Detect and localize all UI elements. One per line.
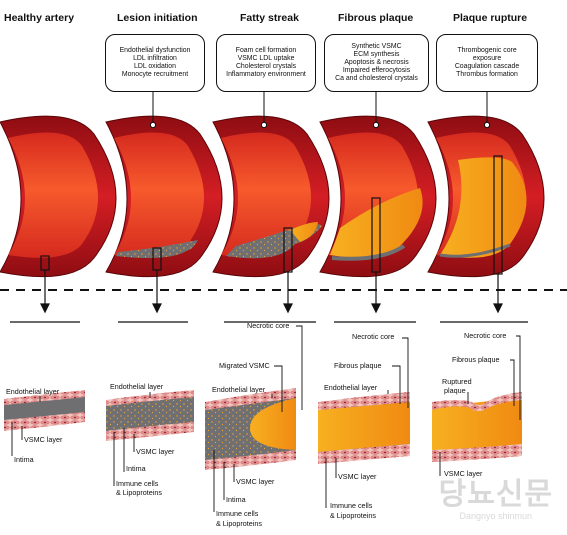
callout-fatty-line-4: Inflammatory environment (226, 71, 306, 79)
leader-lines (11, 325, 521, 512)
label-rupture-vsmc: VSMC layer (444, 469, 483, 478)
label-fibrous-immune: Immune cells (330, 501, 373, 510)
label-fibrous-vsmc: VSMC layer (338, 472, 377, 481)
watermark-logo: 당뇨신문 Dangnyo shinmun (439, 469, 553, 521)
label-fatty-endothelial: Endothelial layer (212, 385, 266, 394)
callout-fatty: Foam cell formation VSMC LDL uptake Chol… (216, 34, 316, 92)
label-fibrous-fibrous: Fibrous plaque (334, 361, 382, 370)
callout-connectors (149, 92, 491, 129)
zoom-arrows (40, 270, 503, 314)
callout-lesion: Endothelial dysfunction LDL infiltration… (105, 34, 205, 92)
callout-rupture-line-2: exposure (472, 54, 502, 62)
section-rupture (432, 392, 522, 462)
label-fatty-immune: Immune cells (216, 509, 259, 518)
section-fibrous (318, 392, 410, 464)
callout-fibrous-line-5: Ca and cholesterol crystals (335, 75, 418, 83)
callout-rupture-line-1: Thrombogenic core (457, 46, 517, 54)
callout-lesion-line-3: LDL oxidation (134, 63, 176, 70)
label-healthy-endothelial: Endothelial layer (6, 387, 60, 396)
label-lesion-endothelial: Endothelial layer (110, 382, 164, 391)
callout-fatty-line-1: Foam cell formation (235, 46, 297, 54)
label-lesion-lipo: & Lipoproteins (116, 488, 162, 497)
artery-lesion (105, 115, 223, 278)
artery-healthy (0, 115, 117, 278)
section-healthy (4, 390, 85, 431)
label-fatty-necrotic: Necrotic core (247, 321, 290, 330)
callout-lesion-line-1: Endothelial dysfunction (119, 46, 191, 54)
label-rupture-ruptured-1: Ruptured (442, 377, 472, 386)
label-fatty-migrated: Migrated VSMC (219, 361, 270, 370)
label-lesion-vsmc: VSMC layer (136, 447, 175, 456)
label-fatty-lipo: & Lipoproteins (216, 519, 262, 528)
label-healthy-vsmc: VSMC layer (24, 435, 63, 444)
stage-title-lesion: Lesion initiation (117, 12, 198, 24)
label-rupture-ruptured-2: plaque (444, 386, 466, 395)
stage-title-rupture: Plaque rupture (453, 12, 528, 24)
artery-rupture (427, 115, 545, 278)
callout-fibrous-line-3: Apoptosis & necrosis (344, 58, 409, 66)
stage-title-healthy: Healthy artery (4, 12, 75, 24)
watermark-sub-text: Dangnyo shinmun (459, 511, 533, 521)
artery-fatty (212, 115, 330, 278)
callout-lesion-line-4: Monocyte recruitment (121, 71, 189, 79)
section-lesion (106, 390, 194, 441)
label-fatty-intima: Intima (226, 495, 246, 504)
section-fatty (205, 388, 296, 470)
label-healthy-intima: Intima (14, 455, 34, 464)
label-lesion-immune: Immune cells (116, 479, 159, 488)
watermark-main-text: 당뇨신문 (438, 478, 553, 511)
callout-rupture-line-3: Coagulation cascade (454, 63, 520, 70)
callout-rupture-line-4: Thrombus formation (456, 71, 518, 79)
artery-fibrous (319, 115, 437, 278)
callout-fibrous-line-1: Synthetic VSMC (351, 42, 402, 50)
callout-fibrous-line-2: ECM synthesis (353, 50, 400, 58)
label-fibrous-necrotic: Necrotic core (352, 332, 395, 341)
label-fibrous-lipo: & Lipoproteins (330, 511, 376, 520)
label-rupture-fibrous: Fibrous plaque (452, 355, 500, 364)
label-fatty-vsmc: VSMC layer (236, 477, 275, 486)
stage-title-fatty: Fatty streak (240, 12, 299, 24)
callout-fibrous: Synthetic VSMC ECM synthesis Apoptosis &… (324, 34, 429, 92)
callout-rupture: Thrombogenic core exposure Coagulation c… (436, 34, 538, 92)
callout-fibrous-line-4: Impaired efferocytosis (342, 67, 411, 75)
callout-fatty-line-3: Cholesterol crystals (235, 63, 297, 70)
stage-title-fibrous: Fibrous plaque (338, 12, 414, 24)
label-fibrous-endothelial: Endothelial layer (324, 383, 378, 392)
label-rupture-necrotic: Necrotic core (464, 331, 507, 340)
callout-fatty-line-2: VSMC LDL uptake (237, 54, 295, 62)
label-lesion-intima: Intima (126, 464, 146, 473)
callout-lesion-line-2: LDL infiltration (133, 54, 177, 62)
